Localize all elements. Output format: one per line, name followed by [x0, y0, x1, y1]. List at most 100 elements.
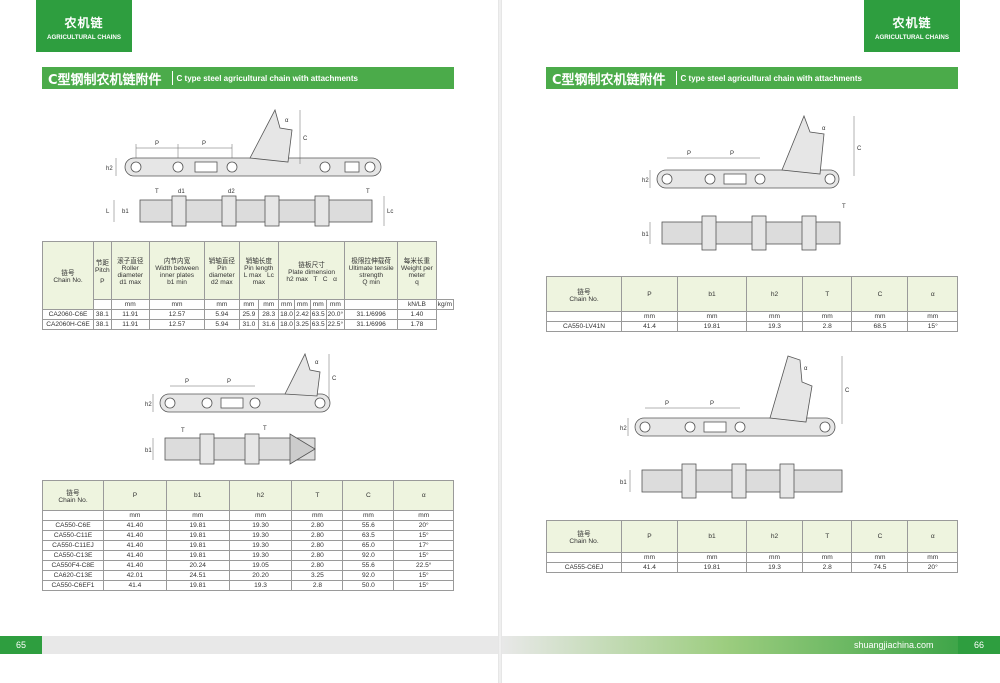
col-p: P — [621, 276, 678, 312]
left-page: 农机链 AGRICULTURAL CHAINS C型钢制农机链附件 C type… — [0, 0, 498, 683]
title-separator — [675, 71, 677, 85]
slot — [194, 161, 218, 173]
page-number: 66 — [958, 636, 1000, 654]
label-h2: h2 — [145, 402, 152, 408]
header-chain-no: 链号 Chain No. — [42, 241, 94, 310]
section-title-en: C type steel agricultural chain with att… — [176, 73, 358, 83]
table-cell: 20.20 — [228, 570, 293, 581]
label-p: P — [710, 401, 714, 407]
label-l: L — [106, 209, 110, 215]
roller-link — [171, 195, 187, 227]
slot — [344, 161, 360, 173]
table-cell: CA550F4-C8E — [42, 560, 104, 571]
col-t: T — [801, 276, 853, 312]
table-cell: 2.80 — [291, 520, 344, 531]
col-c: C — [851, 520, 909, 553]
category-tag-cn: 农机链 — [64, 16, 104, 30]
label-t: T — [263, 426, 267, 432]
label-alpha: α — [822, 126, 826, 132]
section-title-bar: C型钢制农机链附件 C type steel agricultural chai… — [42, 67, 454, 89]
table-cell: 19.81 — [165, 580, 230, 591]
label-t: T — [181, 428, 185, 434]
label-alpha: α — [804, 366, 808, 372]
table-cell: 15° — [393, 580, 454, 591]
table-cell: 15° — [393, 530, 454, 541]
label-h2: h2 — [642, 178, 649, 184]
col-alpha: α — [907, 520, 958, 553]
col-h2: h2 — [745, 276, 803, 312]
label-p: P — [687, 151, 691, 157]
label-d1: d1 — [178, 189, 185, 195]
roller-link — [314, 195, 330, 227]
label-d2: d2 — [228, 189, 235, 195]
table-cell: 3.25 — [291, 570, 344, 581]
col-alpha: α — [393, 480, 454, 511]
table-cell: 41.40 — [103, 560, 167, 571]
table-cell: 19.30 — [228, 530, 293, 541]
chain-drawing-ca555: P P C α h2 b1 — [620, 355, 850, 499]
table-cell: 15° — [393, 550, 454, 561]
table-cell: 41.4 — [103, 580, 167, 591]
col-b1: b1 — [677, 520, 747, 553]
table-cell: 50.0 — [342, 580, 395, 591]
side-view-plate — [124, 157, 382, 177]
table-cell: CA550-C6E — [42, 520, 104, 531]
label-alpha: α — [285, 118, 289, 124]
pin-hole — [172, 161, 184, 173]
header-en: Chain No. — [53, 277, 83, 284]
side-view-plate — [159, 393, 331, 413]
label-h2: h2 — [106, 166, 113, 172]
table-cell: 22.5° — [393, 560, 454, 571]
section-title-cn: C型钢制农机链附件 — [552, 72, 666, 88]
table-cell: 42.01 — [103, 570, 167, 581]
table-cell: 41.40 — [103, 540, 167, 551]
website-link[interactable]: shuangjiachina.com — [854, 640, 934, 650]
table-cell: 2.8 — [291, 580, 344, 591]
category-tag-cn: 农机链 — [892, 16, 932, 30]
section-title-cn: C型钢制农机链附件 — [48, 72, 162, 88]
page-number: 65 — [0, 636, 42, 654]
table-cell: 92.0 — [342, 550, 395, 561]
table-cell: 65.0 — [342, 540, 395, 551]
label-b1: b1 — [122, 209, 129, 215]
col-t: T — [801, 520, 853, 553]
table-cell: CA550-C6EF1 — [42, 580, 104, 591]
attachment-wing — [284, 352, 321, 397]
table-cell: 41.40 — [103, 520, 167, 531]
pin-hole — [364, 161, 376, 173]
table-cell: 19.81 — [165, 520, 230, 531]
label-t: T — [155, 189, 159, 195]
table-cell: CA550-C11E — [42, 530, 104, 541]
col-c: C — [851, 276, 909, 312]
table-cell: 2.80 — [291, 560, 344, 571]
table-cell: 20° — [393, 520, 454, 531]
table-cell: 17° — [393, 540, 454, 551]
label-b1: b1 — [642, 232, 649, 238]
col-p: P — [621, 520, 678, 553]
table-cell: 41.40 — [103, 530, 167, 541]
footer-bar — [502, 636, 1000, 654]
label-c: C — [303, 136, 308, 142]
right-page: 农机链 AGRICULTURAL CHAINS C型钢制农机链附件 C type… — [502, 0, 1000, 683]
table-cell: 19.81 — [165, 530, 230, 541]
pin-hole — [130, 161, 142, 173]
table-cell: 24.51 — [165, 570, 230, 581]
footer-bar — [0, 636, 498, 654]
